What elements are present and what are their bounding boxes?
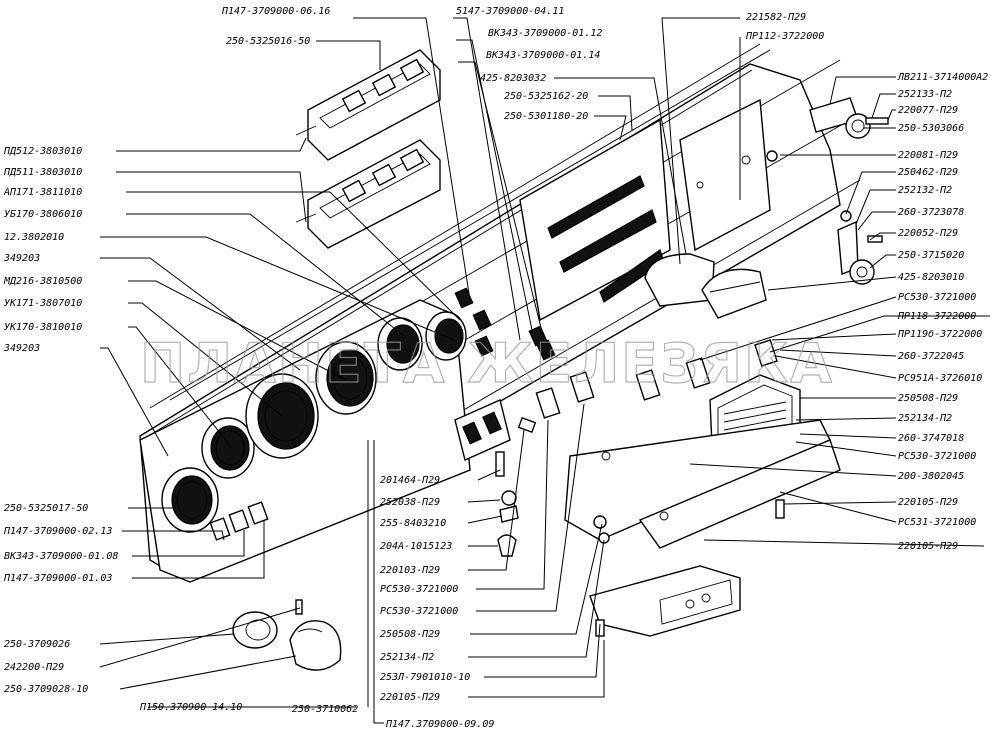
part-label: 250-5301180-20 [504,111,588,122]
part-label: УБ170-3806010 [4,209,82,220]
rocker-switch-group-left [209,501,269,541]
part-label: 250-5325017-50 [4,503,88,514]
part-label: 260-3747018 [898,433,964,444]
part-label: 349203 [3,253,40,264]
watermark-text: ПЛАНЕТА ЖЕЛЕЗЯКА [140,332,834,395]
vent-slot [547,175,645,239]
hardware-right-upper [766,97,889,162]
part-label: ВК343-3709000-01.12 [488,28,602,39]
vent-slot [559,209,657,273]
part-label: РС951А-3726010 [898,373,982,384]
part-label: П147-3709000-02.13 [3,526,112,537]
hardware-right-mid [837,210,883,285]
gauge-tachometer [315,341,377,415]
switch-block-upper [295,49,441,161]
part-label: РС531-3721000 [898,517,976,528]
part-label: ВК343-3709000-01.14 [486,50,600,61]
part-label: 220105-П29 [898,497,958,508]
part-label: 220105-П29 [380,692,440,703]
part-label: 253Л-7901010-10 [380,672,470,683]
part-label: 260-3722045 [898,351,964,362]
part-label: 250462-П29 [898,167,958,178]
part-label: ПД511-3803010 [3,167,82,178]
part-label: 5147-3709000-04.11 [456,6,564,17]
part-label: П150.370900-14.10 [139,702,242,713]
part-label: 252134-П2 [898,413,952,424]
part-label: 250-5325162-20 [504,91,588,102]
part-label: ПР118-3722000 [897,311,976,322]
part-label: ПР119б-3722000 [897,328,982,340]
part-label: П147-3709000-01.03 [3,573,112,584]
rocker-switch-group-center [454,399,511,461]
part-label: 250-3710062 [292,704,358,715]
part-label: 220081-П29 [898,150,958,161]
part-label: ВК343-3709000-01.08 [4,551,118,562]
part-label: 200-3802045 [898,471,964,482]
part-label: 252038-П29 [380,497,440,508]
knob-small [232,611,278,649]
part-label: 221582-П29 [746,12,806,23]
radio-receiver [589,565,741,637]
part-label: 250-3715020 [898,250,964,261]
part-label: РС530-3721000 [898,451,976,462]
part-label: 260-3723078 [898,207,964,218]
part-label: 12.3802010 [4,232,64,243]
switch-block-lower [295,139,441,249]
right-wall-plate [679,98,771,252]
gauge-pressure [377,317,423,371]
part-label: УК171-3807010 [4,298,82,309]
part-label: П147-3709000-06.16 [221,6,330,17]
part-label: 250-5303066 [898,123,964,134]
part-labels: П147-3709000-06.16 5147-3709000-04.11 ВК… [3,6,988,730]
gauge-fuel [201,417,255,479]
dashboard-panel [139,43,861,583]
part-label: 349203 [3,343,40,354]
gauge-temperature [425,311,467,361]
part-label: 252134-П2 [380,652,434,663]
part-label: 250-3709028-10 [4,684,88,695]
part-label: ПР112-3722000 [745,31,824,42]
part-label: АП171-3811010 [3,187,82,198]
relay-group [535,339,778,419]
part-label: 250508-П29 [898,393,958,404]
part-label: РС530-3721000 [380,606,458,617]
part-label: 201464-П29 [380,475,440,486]
rocker-switch-group-upper [454,287,556,361]
part-label: 250508-П29 [380,629,440,640]
knob-large [289,599,342,671]
part-label: 252133-П2 [898,89,952,100]
leader-lines [99,17,990,724]
part-label: 220077-П29 [898,105,958,116]
part-label: МД216-3810500 [3,276,82,287]
part-label: УК170-3810010 [4,322,82,333]
part-label: 204А-1015123 [380,541,452,552]
part-label: 250-5325016-50 [226,36,310,47]
part-label: 255-8403210 [380,518,446,529]
part-label: 250-3709026 [4,639,70,650]
part-label: ПД512-3803010 [3,146,82,157]
ashtray-housing [644,253,767,319]
part-label: РС530-3721000 [380,584,458,595]
part-label: РС530-3721000 [898,292,976,303]
part-label: 220103-П29 [380,565,440,576]
gauge-voltmeter [161,467,219,533]
part-label: ЛВ211-3714000А2 [897,72,988,83]
part-label: 252132-П2 [898,185,952,196]
part-label: 220105-П29 [898,541,958,552]
mounting-bracket [564,419,841,549]
part-label: 425-8203032 [480,73,546,84]
part-label: 425-8203010 [898,272,964,283]
part-label: П147.3709000-09.09 [385,719,494,730]
part-label: 242200-П29 [4,662,64,673]
part-label: 220052-П29 [898,228,958,239]
